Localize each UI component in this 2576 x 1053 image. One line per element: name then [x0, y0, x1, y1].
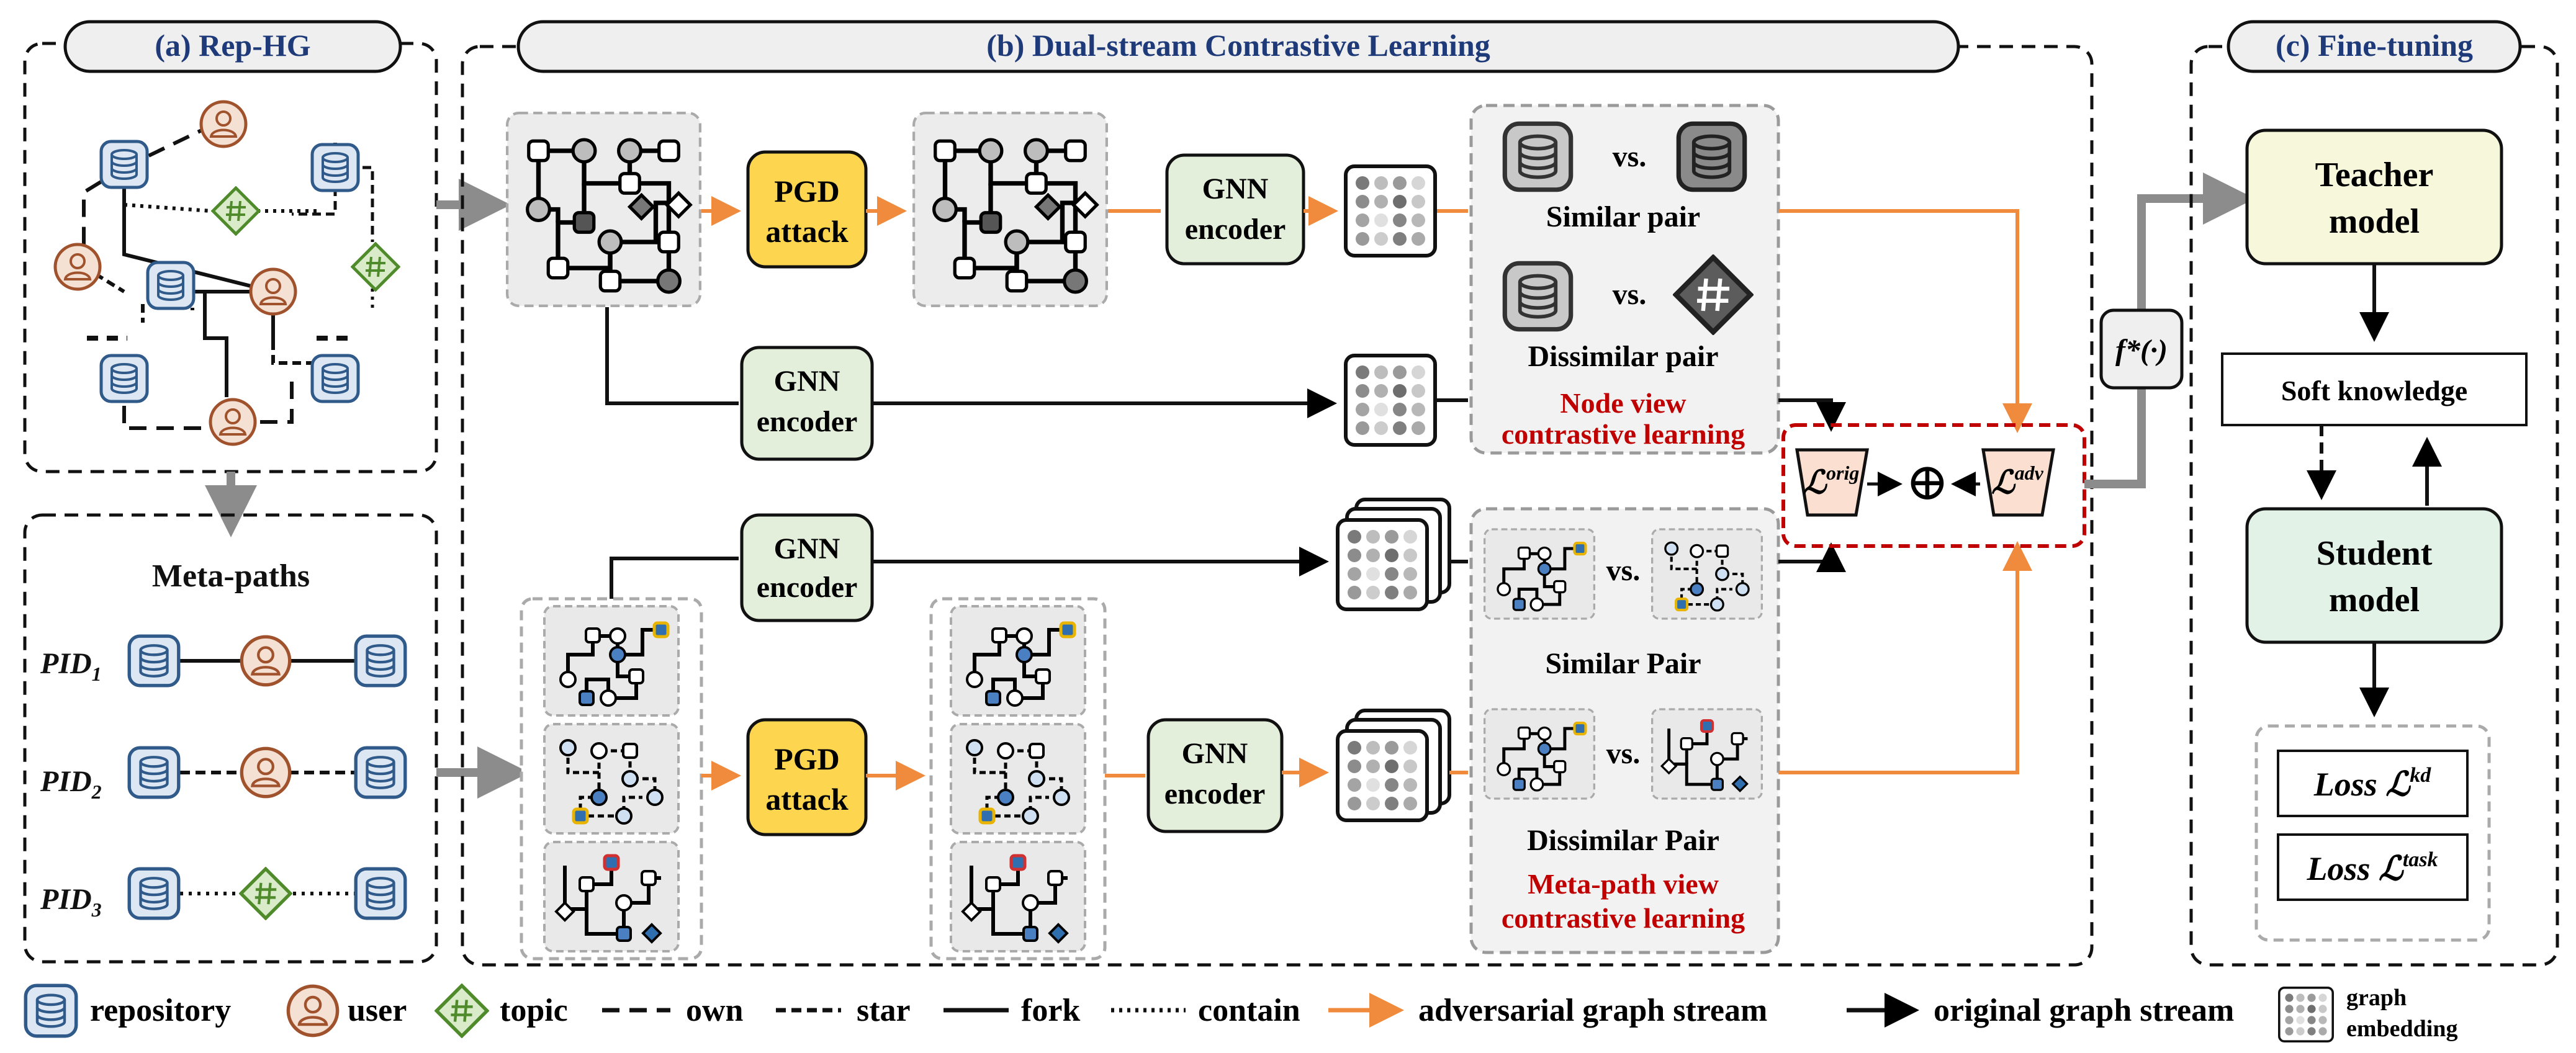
node-graph-adversarial — [914, 113, 1107, 306]
svg-text:GNN: GNN — [774, 532, 840, 565]
svg-text:Loss ℒtask: Loss ℒtask — [2306, 848, 2438, 887]
gnn-encoder-node-orig: GNN encoder — [740, 346, 874, 461]
svg-text:vs.: vs. — [1606, 554, 1641, 587]
student-model: Student model — [2245, 507, 2503, 644]
svg-text:Similar Pair: Similar Pair — [1545, 647, 1701, 680]
panel-c: (c) Fine-tuning Teacher model Soft knowl… — [2189, 20, 2559, 967]
svg-text:Dissimilar pair: Dissimilar pair — [1528, 340, 1718, 373]
svg-text:graph: graph — [2346, 985, 2407, 1011]
loss-combination: ℒorig ⊕ ℒadv — [1781, 423, 2086, 548]
node-view-contrast: vs. Similar pair vs. Dissimilar pair Nod… — [1469, 104, 1780, 455]
svg-text:f*(·): f*(·) — [2115, 334, 2168, 367]
svg-text:contrastive learning: contrastive learning — [1502, 902, 1745, 934]
svg-text:⊕: ⊕ — [1906, 454, 1949, 511]
svg-text:adversarial graph stream: adversarial graph stream — [1418, 993, 1767, 1028]
svg-text:PID1: PID1 — [40, 647, 102, 685]
svg-text:Student: Student — [2317, 534, 2433, 573]
svg-text:Node view: Node view — [1560, 387, 1686, 419]
svg-text:user: user — [348, 993, 407, 1028]
mp-graph-column-original — [520, 597, 703, 961]
svg-text:Similar pair: Similar pair — [1546, 200, 1700, 233]
mp-graph-column-adversarial — [929, 597, 1107, 961]
embedding-node-orig — [1346, 356, 1435, 445]
soft-knowledge-box: Soft knowledge — [2221, 352, 2528, 426]
svg-text:contrastive learning: contrastive learning — [1502, 418, 1745, 450]
svg-text:encoder: encoder — [757, 405, 858, 438]
svg-text:PID2: PID2 — [40, 765, 102, 803]
svg-text:PGD: PGD — [774, 174, 840, 208]
svg-text:model: model — [2329, 581, 2420, 619]
panel-a-title: (a) Rep-HG — [155, 28, 310, 63]
svg-text:encoder: encoder — [1164, 777, 1266, 810]
pgd-attack-mp: PGD attack — [746, 718, 868, 836]
svg-text:Soft knowledge: Soft knowledge — [2281, 375, 2467, 406]
mp-view-contrast: vs. Similar Pair vs. Dissimilar Pair Met… — [1469, 507, 1780, 954]
panel-b-title: (b) Dual-stream Contrastive Learning — [986, 28, 1490, 63]
svg-text:ℒadv: ℒadv — [1991, 462, 2043, 501]
node-graph-original — [507, 113, 700, 306]
panel-a: (a) Rep-HG — [23, 20, 438, 964]
gnn-encoder-mp-adv: GNN encoder — [1146, 718, 1284, 833]
svg-text:Teacher: Teacher — [2315, 156, 2434, 194]
pid-row-3: PID3 — [40, 869, 405, 921]
teacher-model: Teacher model — [2245, 128, 2503, 266]
svg-text:fork: fork — [1021, 993, 1080, 1028]
svg-text:topic: topic — [500, 993, 568, 1028]
svg-text:GNN: GNN — [1182, 737, 1248, 770]
svg-text:repository: repository — [90, 993, 231, 1028]
panel-b: (b) Dual-stream Contrastive Learning PGD… — [461, 20, 2094, 967]
svg-text:PID3: PID3 — [40, 883, 102, 921]
svg-text:encoder: encoder — [757, 571, 858, 604]
pid-row-1: PID1 — [40, 636, 405, 686]
svg-text:model: model — [2329, 202, 2420, 241]
f-star-box: f*(·) — [2099, 308, 2184, 390]
svg-text:GNN: GNN — [1202, 173, 1269, 205]
svg-text:original graph stream: original graph stream — [1934, 993, 2234, 1028]
svg-text:embedding: embedding — [2346, 1016, 2457, 1042]
svg-text:Dissimilar Pair: Dissimilar Pair — [1527, 824, 1719, 857]
svg-text:Meta-path view: Meta-path view — [1528, 868, 1719, 900]
svg-text:contain: contain — [1198, 993, 1300, 1028]
meta-paths-title: Meta-paths — [152, 558, 310, 594]
svg-text:own: own — [686, 993, 744, 1028]
svg-text:star: star — [857, 993, 911, 1028]
svg-text:attack: attack — [765, 214, 848, 249]
svg-text:GNN: GNN — [774, 365, 840, 398]
pgd-attack-node: PGD attack — [746, 150, 868, 269]
embedding-mp-adv-stack — [1338, 709, 1451, 820]
svg-text:vs.: vs. — [1613, 278, 1647, 311]
pid-row-2: PID2 — [40, 748, 405, 803]
svg-text:encoder: encoder — [1185, 213, 1286, 246]
legend: repository user topic own star fork cont… — [25, 985, 2457, 1042]
embedding-mp-orig-stack — [1338, 498, 1451, 609]
svg-text:PGD: PGD — [774, 742, 840, 776]
svg-text:vs.: vs. — [1606, 737, 1641, 770]
panel-c-title: (c) Fine-tuning — [2276, 28, 2473, 63]
svg-text:Loss ℒkd: Loss ℒkd — [2313, 764, 2431, 803]
embedding-node-adv — [1346, 166, 1435, 256]
svg-text:attack: attack — [765, 782, 848, 817]
svg-text:vs.: vs. — [1613, 140, 1647, 173]
gnn-encoder-node-adv: GNN encoder — [1165, 153, 1305, 266]
loss-box: Loss ℒkd Loss ℒtask — [2254, 724, 2491, 942]
svg-text:ℒorig: ℒorig — [1803, 462, 1860, 501]
gnn-encoder-mp-orig: GNN encoder — [740, 513, 874, 622]
